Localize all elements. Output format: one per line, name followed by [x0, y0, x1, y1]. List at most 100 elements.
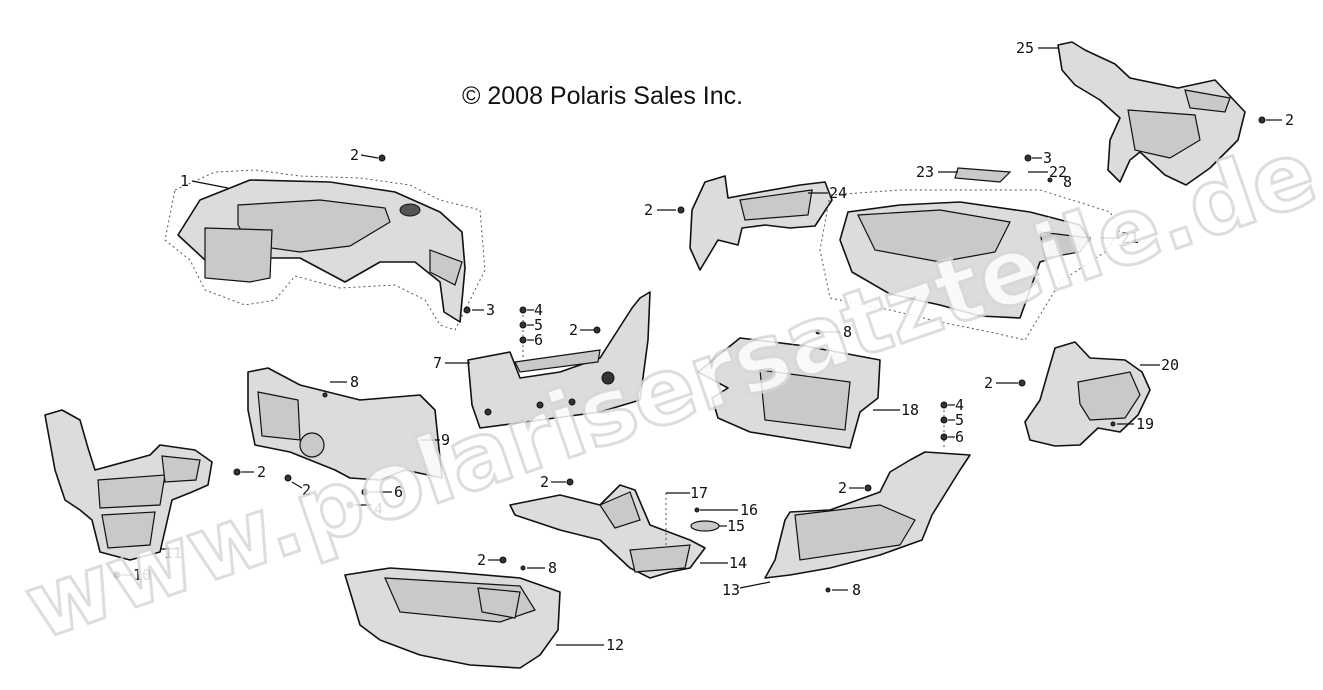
callout-1: 1 — [180, 172, 229, 190]
callout-2i-label: 2 — [838, 479, 847, 497]
callout-20-label: 20 — [1161, 356, 1179, 374]
callout-13: 13 — [722, 581, 771, 599]
callout-7: 7 — [433, 354, 470, 372]
callout-16-label: 16 — [740, 501, 758, 519]
copyright-notice: © 2008 Polaris Sales Inc. — [462, 82, 744, 110]
callout-6c-label: 6 — [955, 428, 964, 446]
callout-8a: 8 — [1047, 173, 1072, 191]
callout-5a: 5 — [527, 316, 543, 334]
callout-2j-label: 2 — [477, 551, 486, 569]
callout-4b-label: 4 — [374, 500, 383, 518]
part-13-right-floor — [764, 401, 971, 593]
part-24-side-panel — [689, 175, 833, 271]
callout-2c-label: 2 — [1285, 111, 1294, 129]
callout-2f-label: 2 — [257, 463, 266, 481]
callout-1-label: 1 — [180, 172, 189, 190]
callout-23-label: 23 — [916, 163, 934, 181]
part-18-seat-panel — [697, 329, 881, 449]
callout-2e: 2 — [984, 374, 1026, 392]
callout-13-label: 13 — [722, 581, 740, 599]
callout-6a: 6 — [527, 331, 543, 349]
callout-2g-label: 2 — [302, 481, 311, 499]
callout-4c: 4 — [948, 396, 964, 414]
callout-2d: 2 — [569, 321, 601, 339]
callout-2e-label: 2 — [984, 374, 993, 392]
callout-8b-label: 8 — [843, 323, 852, 341]
part-11-front-bumper — [44, 409, 213, 561]
callout-25: 25 — [1016, 39, 1058, 57]
callout-19: 19 — [1110, 415, 1154, 433]
callout-11-label: 11 — [164, 544, 182, 562]
part-9-dash-panel — [247, 367, 443, 509]
callout-3: 3 — [463, 301, 495, 319]
callout-8e: 8 — [527, 559, 557, 577]
callout-12-label: 12 — [606, 636, 624, 654]
callout-8d-label: 8 — [852, 581, 861, 599]
callout-4b: 4 — [354, 500, 383, 518]
callout-9-label: 9 — [441, 431, 450, 449]
callout-2d-label: 2 — [569, 321, 578, 339]
callout-23: 23 — [916, 163, 958, 181]
callout-3b: 3 — [1024, 149, 1052, 167]
callout-6b: 6 — [369, 483, 403, 501]
callout-4a-label: 4 — [534, 301, 543, 319]
callout-3-label: 3 — [486, 301, 495, 319]
callout-17: 17 — [666, 484, 708, 502]
callout-18: 18 — [873, 401, 919, 419]
callout-6a-label: 6 — [534, 331, 543, 349]
callout-2g: 2 — [291, 481, 311, 499]
callout-25-label: 25 — [1016, 39, 1034, 57]
callout-15: 15 — [719, 517, 745, 535]
callout-8b: 8 — [822, 323, 852, 341]
callout-2h: 2 — [540, 473, 574, 491]
callout-11: 11 — [160, 544, 182, 562]
part-20-side-panel — [1024, 341, 1151, 447]
callout-10-label: 10 — [133, 566, 151, 584]
callout-24: 24 — [808, 184, 847, 202]
callout-2f: 2 — [233, 463, 266, 481]
callout-6c: 6 — [948, 428, 964, 446]
callout-12: 12 — [556, 636, 624, 654]
callout-5b: 5 — [948, 411, 964, 429]
callout-21-label: 21 — [1121, 229, 1139, 247]
callout-8c: 8 — [330, 373, 359, 391]
callout-16: 16 — [700, 501, 758, 519]
callout-2c: 2 — [1258, 111, 1294, 129]
callout-15-label: 15 — [727, 517, 745, 535]
part-7-floor-panel — [467, 291, 651, 429]
callout-2h-label: 2 — [540, 473, 549, 491]
callout-8d: 8 — [832, 581, 861, 599]
callout-7-label: 7 — [433, 354, 442, 372]
callout-8a-label: 8 — [1063, 173, 1072, 191]
callout-4c-label: 4 — [955, 396, 964, 414]
callout-19-label: 19 — [1136, 415, 1154, 433]
callout-2a: 2 — [350, 146, 386, 164]
part-14-center-tunnel — [509, 484, 720, 579]
callout-2b-label: 2 — [644, 201, 653, 219]
callout-20: 20 — [1140, 356, 1179, 374]
callout-24-label: 24 — [829, 184, 847, 202]
callout-22-label: 22 — [1049, 163, 1067, 181]
callout-2i: 2 — [838, 479, 872, 497]
callout-17-label: 17 — [690, 484, 708, 502]
callout-10: 10 — [113, 566, 151, 584]
part-1-hood — [164, 169, 486, 331]
callout-2b: 2 — [644, 201, 685, 219]
callout-5b-label: 5 — [955, 411, 964, 429]
part-12-storage-tub — [344, 565, 561, 669]
callout-4a: 4 — [527, 301, 543, 319]
callout-2j: 2 — [477, 551, 507, 569]
callout-22: 22 — [1028, 163, 1067, 181]
callout-8e-label: 8 — [548, 559, 557, 577]
part-21-cargo-box — [819, 167, 1121, 341]
callout-8c-label: 8 — [350, 373, 359, 391]
callout-21: 21 — [1102, 229, 1139, 247]
callout-9: 9 — [420, 431, 450, 449]
callout-18-label: 18 — [901, 401, 919, 419]
callout-3b-label: 3 — [1043, 149, 1052, 167]
callout-2a-label: 2 — [350, 146, 359, 164]
callout-14-label: 14 — [729, 554, 747, 572]
part-25-rear-bumper — [1057, 41, 1246, 186]
